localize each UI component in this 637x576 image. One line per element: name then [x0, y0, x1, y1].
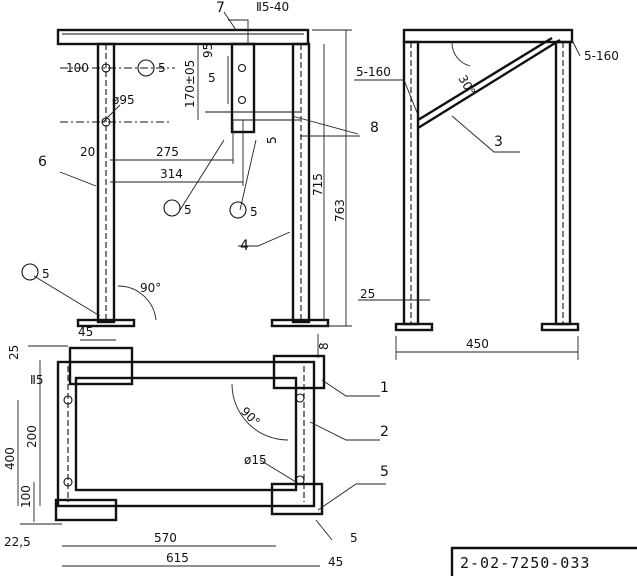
plan-view: 45 25 8 Ⅱ5 400 200 100 90° ø15 5 22,5 57… — [3, 325, 389, 569]
dim-95-label: 95 — [201, 43, 215, 58]
weld-symbol — [137, 59, 155, 77]
plan-dia-15: ø15 — [244, 453, 267, 467]
hole-pitch-label: 100 — [66, 61, 89, 75]
plan-angle-label: 90° — [238, 404, 263, 429]
dim-763-label: 763 — [333, 199, 347, 222]
hole — [295, 393, 305, 403]
callout-8: 8 — [370, 120, 379, 136]
plan-dim-8: 8 — [317, 342, 331, 350]
callout-5: 5 — [380, 464, 389, 480]
dia-hole-label: ø95 — [112, 93, 135, 107]
plan-dim-570: 570 — [154, 531, 177, 545]
hole — [63, 395, 73, 405]
foot-angle-label: 90° — [140, 281, 161, 295]
plan-corner-plate — [68, 346, 134, 386]
dim-275-label: 275 — [156, 145, 179, 159]
side-weld-right: 5-160 — [584, 49, 619, 63]
plan-dim-200: 200 — [25, 425, 39, 448]
callout-7: 7 — [216, 0, 225, 16]
dim-715-label: 715 — [311, 173, 325, 196]
weld-top-label: Ⅱ5-40 — [256, 0, 289, 14]
mount-plate — [230, 42, 256, 134]
hole — [295, 475, 305, 485]
callout-6: 6 — [38, 154, 47, 170]
plan-dim-400: 400 — [3, 447, 17, 470]
left-foot — [76, 318, 136, 328]
plan-corner-plate — [272, 354, 326, 390]
hole — [237, 63, 247, 73]
front-view: Ⅱ5-40 100 5 ø95 5 170±05 95 275 20 314 7… — [21, 0, 379, 328]
right-foot — [270, 318, 330, 328]
side-dim-25: 25 — [360, 287, 375, 301]
hole — [63, 477, 73, 487]
hole — [237, 95, 247, 105]
plan-frame-outer — [56, 360, 316, 508]
weld-symbol — [163, 199, 181, 217]
plan-dim-615: 615 — [166, 551, 189, 565]
plan-corner-plate — [270, 482, 324, 516]
plan-weld-label: Ⅱ5 — [30, 373, 44, 387]
plan-weld-bottom: 5 — [350, 531, 358, 545]
doc-number: 2-02-7250-033 — [460, 554, 590, 572]
plan-dim-22-5: 22,5 — [4, 535, 31, 549]
callout-2: 2 — [380, 424, 389, 440]
side-dim-450: 450 — [466, 337, 489, 351]
callout-4: 4 — [240, 238, 249, 254]
title-block: 2-02-7250-033 — [450, 546, 637, 576]
weld-symbol — [21, 263, 39, 281]
weld-symbol — [229, 201, 247, 219]
dim-5-right: 5 — [265, 136, 279, 144]
callout-3: 3 — [494, 134, 503, 150]
dim-20-label: 20 — [80, 145, 95, 159]
dim-5-small: 5 — [208, 71, 216, 85]
side-left-foot — [394, 322, 434, 332]
plan-dim-45-bottom: 45 — [328, 555, 343, 569]
side-top-bar — [402, 28, 574, 44]
side-right-foot — [540, 322, 580, 332]
callout-1: 1 — [380, 380, 389, 396]
side-view: 5-160 5-160 30° 3 25 450 — [354, 28, 619, 360]
plan-dim-100: 100 — [19, 485, 33, 508]
weld-left-label: 5 — [158, 61, 166, 75]
plan-dim-25: 25 — [7, 345, 21, 360]
plan-corner-plate — [54, 498, 118, 522]
dim-170-label: 170±05 — [183, 60, 197, 108]
weld-mid-a-label: 5 — [184, 203, 192, 217]
top-bar — [56, 28, 310, 46]
plan-frame-inner — [74, 376, 298, 492]
side-weld-left: 5-160 — [356, 65, 391, 79]
dim-314-label: 314 — [160, 167, 183, 181]
weld-foot-label: 5 — [42, 267, 50, 281]
weld-mid-b-label: 5 — [250, 205, 258, 219]
plan-dim-45-top: 45 — [78, 325, 93, 339]
